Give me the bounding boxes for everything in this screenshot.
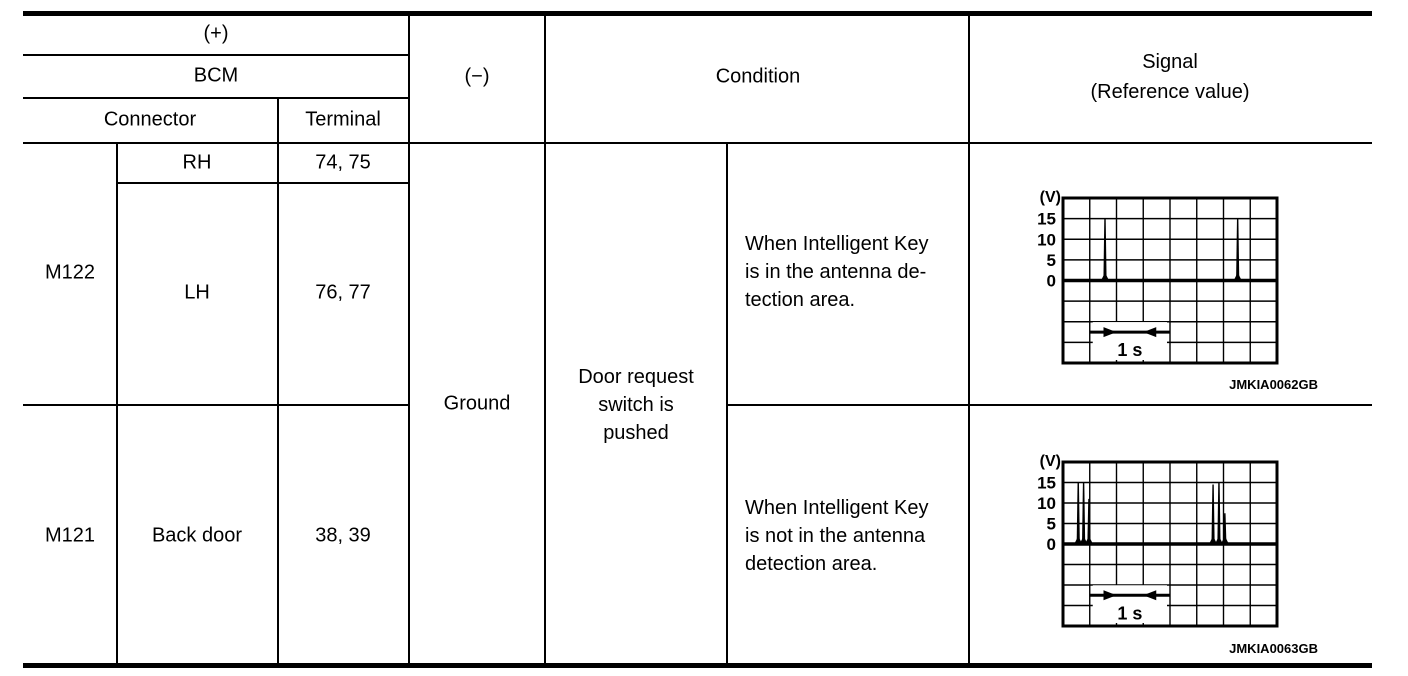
header-signal-line1: Signal	[1142, 51, 1198, 73]
cell-back-door: Back door	[151, 524, 243, 547]
chart-caption-2: JMKIA0063GB	[1229, 641, 1318, 656]
header-minus: (−)	[464, 65, 490, 88]
svg-text:0: 0	[1047, 535, 1056, 554]
header-condition: Condition	[715, 65, 801, 88]
cell-m121: M121	[44, 524, 96, 547]
cell-rh-terminals: 74, 75	[315, 151, 371, 174]
text-line: tection area.	[745, 289, 856, 311]
cell-key-in-area: When Intelligent Key is in the antenna d…	[745, 230, 928, 314]
text-line: Door request	[578, 366, 694, 388]
table-rule-bottom	[23, 663, 1372, 668]
cell-back-door-terminals: 38, 39	[315, 524, 371, 547]
cell-rh: RH	[182, 151, 212, 174]
table-rule	[726, 404, 1372, 406]
svg-text:1 s: 1 s	[1117, 603, 1142, 623]
cell-ground: Ground	[443, 392, 511, 415]
svg-text:(V): (V)	[1040, 453, 1061, 470]
table-rule-header-bottom	[23, 142, 1372, 144]
header-terminal: Terminal	[305, 108, 381, 131]
svg-text:5: 5	[1047, 515, 1056, 534]
header-connector: Connector	[103, 108, 197, 131]
table-rule	[277, 98, 279, 664]
table-rule	[408, 12, 410, 664]
table-rule-top	[23, 11, 1372, 16]
svg-text:15: 15	[1037, 210, 1056, 229]
svg-text:5: 5	[1047, 251, 1056, 270]
text-line: is not in the antenna	[745, 525, 926, 547]
svg-text:(V): (V)	[1040, 189, 1061, 206]
header-signal-line2: (Reference value)	[1090, 81, 1250, 103]
svg-text:10: 10	[1037, 230, 1056, 249]
table-rule	[116, 143, 118, 664]
text-line: detection area.	[745, 553, 878, 575]
text-line: When Intelligent Key	[745, 497, 929, 519]
header-bcm: BCM	[193, 64, 239, 87]
text-line: When Intelligent Key	[745, 233, 929, 255]
table-rule	[23, 97, 409, 99]
svg-text:0: 0	[1047, 272, 1056, 291]
header-plus: (+)	[203, 22, 229, 45]
header-signal: Signal (Reference value)	[1091, 47, 1250, 107]
text-line: pushed	[603, 422, 669, 444]
text-line: is in the antenna de-	[745, 261, 927, 283]
table-rule	[726, 143, 728, 664]
svg-text:1 s: 1 s	[1117, 340, 1142, 360]
cell-lh: LH	[184, 281, 210, 304]
cell-m122: M122	[44, 261, 96, 284]
svg-text:10: 10	[1037, 494, 1056, 513]
cell-door-request: Door request switch is pushed	[578, 363, 694, 447]
cell-lh-terminals: 76, 77	[315, 281, 371, 304]
svg-text:15: 15	[1037, 474, 1056, 493]
table-rule	[544, 12, 546, 664]
table-rule	[968, 12, 970, 664]
cell-key-not-in-area: When Intelligent Key is not in the anten…	[745, 494, 928, 578]
table-rule	[116, 182, 409, 184]
text-line: switch is	[598, 394, 674, 416]
table-rule	[23, 404, 410, 406]
table-rule	[23, 54, 409, 56]
chart-caption-1: JMKIA0062GB	[1229, 377, 1318, 392]
